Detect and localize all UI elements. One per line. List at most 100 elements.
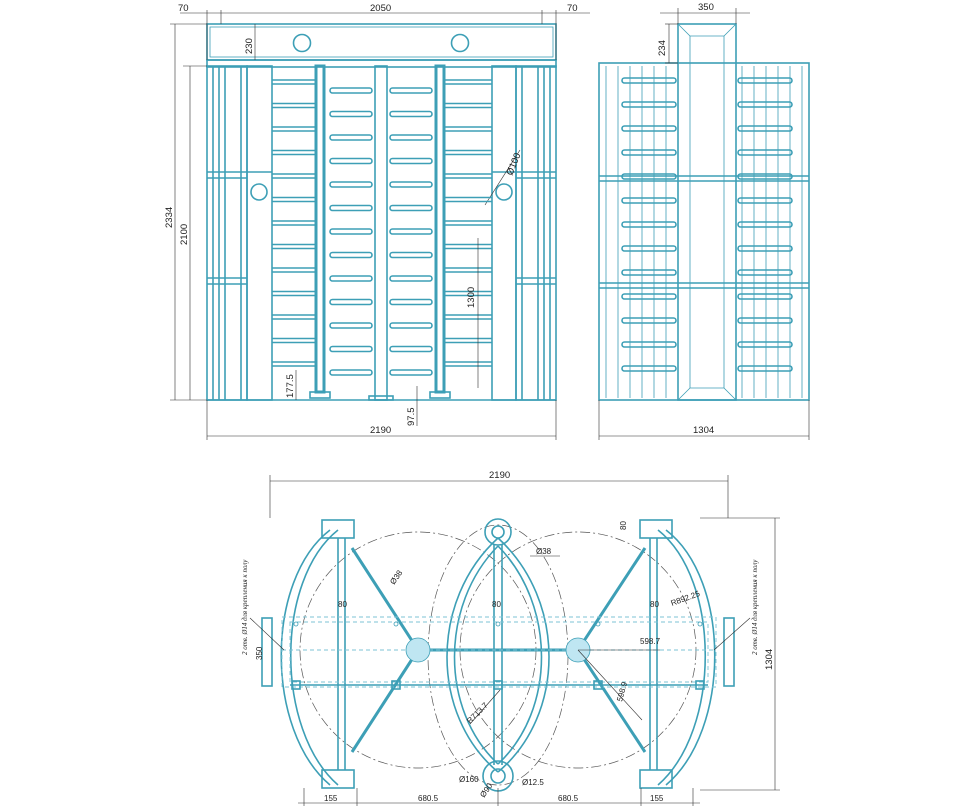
dim-top-total: 2050: [370, 3, 391, 14]
front-bar-mid-left: [329, 228, 373, 235]
top-beam: [206, 23, 557, 61]
dim-beam-height: 230: [244, 38, 255, 54]
side-bar-right: [737, 197, 793, 204]
plan-note-left: 2 отв. Ø14 для крепления к полу: [241, 559, 249, 655]
front-bar-mid-left: [329, 345, 373, 353]
floor-bolt: [493, 680, 503, 690]
plan-dim-155-left: 155: [324, 794, 338, 803]
side-bar-right: [737, 77, 793, 84]
front-bar-mid-right: [389, 251, 433, 259]
side-center-post: [677, 23, 737, 401]
side-bar-left: [621, 245, 677, 252]
side-bar-right: [737, 173, 793, 180]
front-bar-mid-right: [389, 275, 433, 282]
plan-dim-680-left: 680.5: [418, 794, 439, 803]
side-bar-left: [621, 293, 677, 300]
front-bar-mid-left: [329, 134, 373, 141]
floor-bolt: [391, 680, 401, 690]
plan-dim-155-right: 155: [650, 794, 664, 803]
rotor-hub-left: [405, 637, 431, 663]
front-bar-mid-left: [329, 369, 373, 376]
plan-note-right: 2 отв. Ø14 для крепления к полу: [751, 559, 759, 655]
front-bar-mid-right: [389, 87, 433, 94]
plan-dim-arm-left: Ø38: [388, 568, 404, 586]
plan-dim-radius-mid: R713.7: [465, 700, 490, 725]
side-bar-left: [621, 317, 677, 324]
front-bar-mid-left: [329, 322, 373, 329]
front-bar-mid-right: [389, 204, 433, 212]
dim-bar-height: 1300: [466, 287, 477, 308]
side-dim-top-width: 350: [698, 2, 714, 13]
side-bar-left: [621, 173, 677, 180]
plan-dim-radius-right: R892.25: [670, 589, 702, 608]
bolt-hole: [697, 621, 703, 627]
plan-dim-pad-80: 80: [619, 521, 628, 530]
side-dim-bottom-total: 1304: [693, 425, 714, 436]
dim-floor-gap: 97.5: [406, 408, 417, 427]
plan-dim-80-mid: 80: [492, 600, 501, 609]
dim-top-left: 70: [178, 3, 189, 14]
bolt-hole: [293, 621, 299, 627]
dim-frame-height: 2100: [179, 224, 190, 245]
front-bar-mid-right: [389, 345, 433, 353]
plan-dim-598-7: 598.7: [640, 637, 661, 646]
side-bar-left: [621, 101, 677, 108]
side-bar-left: [621, 77, 677, 84]
front-bar-mid-left: [329, 157, 373, 165]
bolt-hole: [393, 621, 399, 627]
floor-bolt: [291, 680, 301, 690]
front-bar-mid-right: [389, 298, 433, 306]
side-bar-right: [737, 221, 793, 228]
front-bar-mid-left: [329, 298, 373, 306]
side-bar-left: [621, 149, 677, 156]
plan-dim-right-total: 1304: [764, 649, 775, 670]
housing-outline: [281, 616, 717, 688]
side-bar-right: [737, 365, 793, 372]
beam-hole-left: [292, 33, 312, 53]
floor-bolts: [291, 621, 705, 690]
front-bar-mid-left: [329, 110, 373, 118]
front-bar-mid-left: [329, 204, 373, 212]
side-bar-right: [737, 293, 793, 300]
plan-dim-top-total: 2190: [489, 470, 510, 481]
dim-hole: Ø100: [505, 151, 524, 177]
front-bar-mid-right: [389, 228, 433, 235]
side-view: 350 234 1304: [598, 2, 810, 440]
bolt-hole: [495, 621, 501, 627]
front-bar-mid-left: [329, 87, 373, 94]
plan-dim-80-right: 80: [650, 600, 659, 609]
beam-hole-right: [450, 33, 470, 53]
front-bar-mid-right: [389, 322, 433, 329]
side-bar-left: [621, 341, 677, 348]
side-dim-top-height: 234: [657, 40, 668, 56]
side-bars: [605, 66, 803, 398]
floor-bolt: [695, 680, 705, 690]
plan-dim-680-right: 680.5: [558, 794, 579, 803]
plan-dim-arm-mid: Ø38: [536, 547, 552, 556]
front-bar-mid-right: [389, 157, 433, 165]
side-bar-right: [737, 269, 793, 276]
side-bar-left: [621, 269, 677, 276]
front-bar-mid-right: [389, 181, 433, 188]
dim-bottom-total: 2190: [370, 425, 391, 436]
side-bar-right: [737, 101, 793, 108]
plan-view: 2190 1304: [241, 470, 780, 806]
front-bar-mid-right: [389, 134, 433, 141]
plan-dim-80-left: 80: [338, 600, 347, 609]
front-bar-mid-right: [389, 110, 433, 118]
plan-dim-598-9: 598.9: [615, 680, 629, 702]
plan-dim-350: 350: [255, 646, 264, 660]
side-bar-left: [621, 365, 677, 372]
dim-overall-height: 2334: [164, 207, 175, 228]
side-bar-right: [737, 125, 793, 132]
rotor-bars: [272, 79, 492, 376]
side-bar-right: [737, 149, 793, 156]
front-bar-mid-right: [389, 369, 433, 376]
floor-bolt: [593, 680, 603, 690]
dim-base-offset: 177.5: [285, 374, 296, 398]
plan-dim-d160: Ø160: [459, 775, 479, 784]
front-bar-mid-left: [329, 251, 373, 259]
side-bar-left: [621, 125, 677, 132]
side-bar-left: [621, 197, 677, 204]
